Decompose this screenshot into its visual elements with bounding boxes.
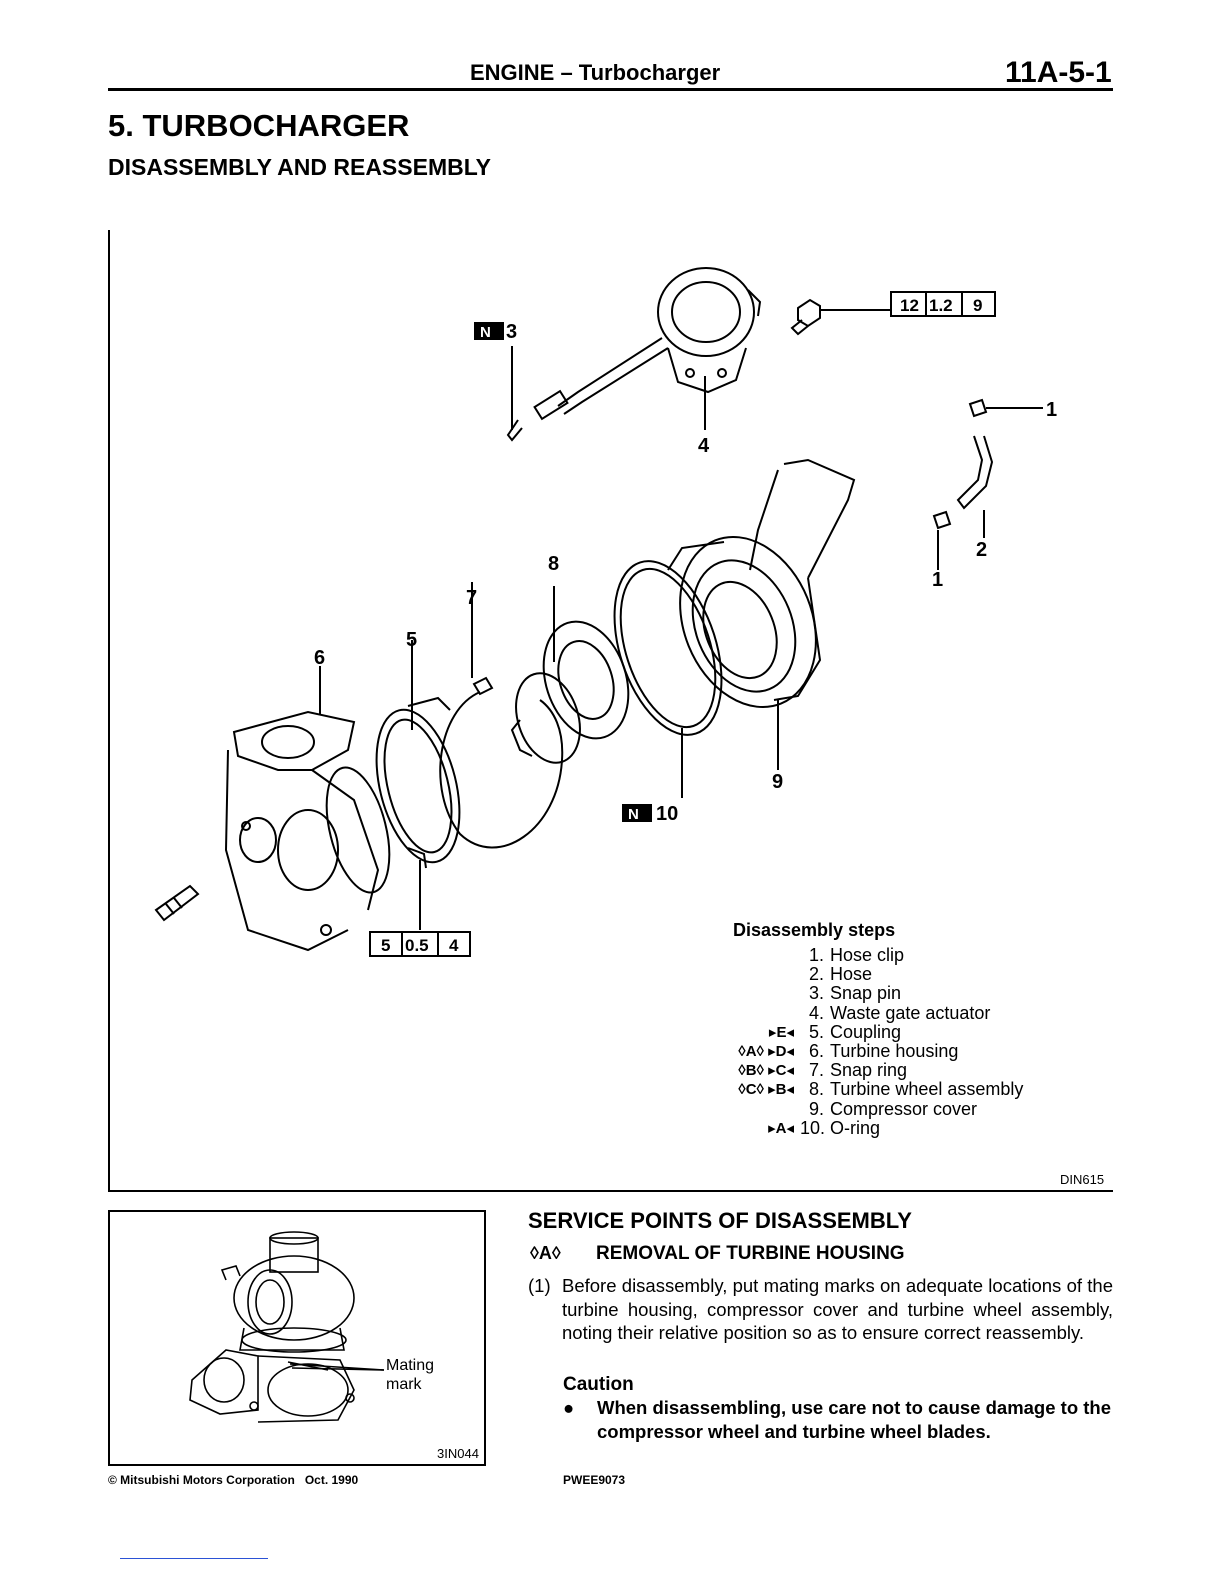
step-number: 9. — [808, 1098, 824, 1119]
step-name: Turbine housing — [830, 1041, 959, 1062]
step-marks — [700, 946, 800, 965]
torque-ftlb-waste-gate: 9 — [973, 296, 982, 315]
step-name: Waste gate actuator — [830, 1002, 991, 1023]
callout-9: 9 — [772, 771, 783, 793]
service-item-1: (1) Before disassembly, put mating marks… — [528, 1274, 1113, 1345]
steps-list: 1. Hose clip 2. Hose 3. Snap pin 4. Waste gate … — [700, 945, 1023, 1138]
figure-code: DIN615 — [1060, 1172, 1105, 1187]
mating-mark-illustration — [189, 1231, 385, 1423]
new-mark-10-text: N — [628, 806, 639, 823]
new-part-mark-3 — [474, 322, 504, 340]
bolt-drawing — [790, 298, 891, 336]
step-marks — [700, 965, 800, 984]
callout-1-bottom: 1 — [932, 569, 943, 591]
service-item-number: (1) — [528, 1275, 551, 1296]
callout-5: 5 — [406, 629, 417, 651]
step-name: Compressor cover — [830, 1098, 978, 1119]
callout-10: 10 — [656, 803, 678, 825]
step-number: 7. — [808, 1060, 824, 1081]
hose-and-clips-drawing — [932, 398, 1043, 570]
step-marks: ▸E◂ — [768, 1023, 794, 1041]
step-row: 9. Compressor cover — [700, 1098, 1023, 1119]
step-marks: ◊C◊ ▸B◂ — [738, 1081, 794, 1099]
callout-4: 4 — [698, 435, 710, 457]
callout-3: 3 — [506, 321, 517, 343]
new-part-mark-10 — [622, 804, 652, 822]
service-points-title: SERVICE POINTS OF DISASSEMBLY — [528, 1208, 912, 1233]
footer-doc-code: PWEE9073 — [563, 1473, 626, 1487]
step-marks — [700, 1100, 800, 1119]
stud-bolt-drawing — [154, 884, 200, 922]
step-number: 4. — [808, 1002, 824, 1023]
caution-label: Caution — [563, 1374, 634, 1395]
torque-kgm-waste-gate: 1.2 — [929, 296, 953, 315]
step-number: 5. — [808, 1021, 824, 1042]
callout-7: 7 — [466, 587, 477, 609]
step-marks — [700, 984, 800, 1003]
step-row: ◊A◊ ▸D◂ 6. Turbine housing — [700, 1041, 1023, 1062]
callout-6: 6 — [314, 647, 325, 669]
step-number: 8. — [808, 1079, 824, 1100]
callout-2: 2 — [976, 539, 987, 561]
torque-ftlb-coupling: 4 — [449, 936, 459, 955]
torque-box-waste-gate — [890, 291, 996, 317]
step-marks — [700, 1004, 800, 1023]
turbine-housing-drawing — [224, 666, 391, 952]
figure-frame — [108, 230, 1113, 1192]
torque-kgm-coupling: 0.5 — [405, 936, 429, 955]
step-row: 4. Waste gate actuator — [700, 1002, 1023, 1023]
torque-nm-coupling: 5 — [381, 936, 390, 955]
caution-text: When disassembling, use care not to caus… — [597, 1397, 1112, 1442]
caution-bullet: ● — [563, 1397, 575, 1418]
step-row: 2. Hose — [700, 965, 1023, 984]
step-name: Snap pin — [830, 983, 902, 1004]
step-row: ◊C◊ ▸B◂ 8. Turbine wheel assembly — [700, 1080, 1023, 1099]
step-marks: ◊A◊ ▸D◂ — [738, 1043, 794, 1061]
step-number: 3. — [808, 983, 824, 1004]
step-row: ◊B◊ ▸C◂ 7. Snap ring — [700, 1061, 1023, 1080]
step-name: Turbine wheel assembly — [830, 1079, 1024, 1100]
step-row: ▸E◂ 5. Coupling — [700, 1021, 1023, 1042]
new-mark-3-text: N — [480, 324, 491, 341]
step-name: O-ring — [830, 1117, 881, 1138]
step-number: 10. — [800, 1117, 826, 1138]
turbine-wheel-assembly-drawing — [510, 586, 630, 764]
mating-mark-label: Mating mark — [386, 1357, 435, 1393]
photo-frame — [108, 1210, 486, 1466]
service-subtitle: REMOVAL OF TURBINE HOUSING — [596, 1243, 905, 1264]
header-title: ENGINE – Turbocharger — [470, 60, 721, 85]
page-code: 11A-5-1 — [1005, 56, 1112, 89]
step-name: Hose clip — [830, 945, 905, 965]
caution-item: ● When disassembling, use care not to ca… — [563, 1396, 1113, 1443]
torque-box-coupling — [369, 931, 471, 957]
step-name: Coupling — [830, 1021, 902, 1042]
step-marks: ▸A◂ — [768, 1119, 794, 1137]
section-subtitle: DISASSEMBLY AND REASSEMBLY — [108, 154, 491, 180]
waste-gate-actuator-drawing — [506, 267, 762, 442]
callout-1-top: 1 — [1046, 399, 1057, 421]
step-row: 3. Snap pin — [700, 984, 1023, 1003]
torque-nm-waste-gate: 12 — [900, 296, 919, 315]
callout-8: 8 — [548, 553, 559, 575]
bottom-line — [120, 1558, 268, 1559]
service-item-text: Before disassembly, put mating marks on … — [562, 1275, 1113, 1343]
step-number: 6. — [808, 1041, 824, 1062]
service-marker-a: ◊A◊ — [530, 1243, 561, 1263]
step-row: 1. Hose clip — [700, 945, 1023, 965]
step-name: Snap ring — [830, 1060, 908, 1081]
step-row: ▸A◂ 10.O-ring — [700, 1117, 1023, 1138]
step-marks: ◊B◊ ▸C◂ — [738, 1062, 794, 1080]
step-number: 2. — [808, 964, 824, 985]
step-number: 1. — [808, 945, 824, 965]
compressor-cover-drawing — [667, 458, 856, 770]
header-rule — [108, 88, 1113, 91]
steps-title: Disassembly steps — [733, 920, 896, 940]
exploded-view-diagram: N N 3 4 1 2 1 8 7 5 6 9 10 12 1.2 9 5 0.… — [154, 267, 1057, 957]
footer-copyright: © Mitsubishi Motors Corporation Oct. 199… — [108, 1473, 359, 1487]
photo-code: 3IN044 — [437, 1446, 479, 1461]
step-name: Hose — [830, 964, 873, 985]
coupling-drawing — [375, 640, 461, 930]
section-title: 5. TURBOCHARGER — [108, 108, 410, 143]
o-ring-drawing — [613, 560, 723, 736]
